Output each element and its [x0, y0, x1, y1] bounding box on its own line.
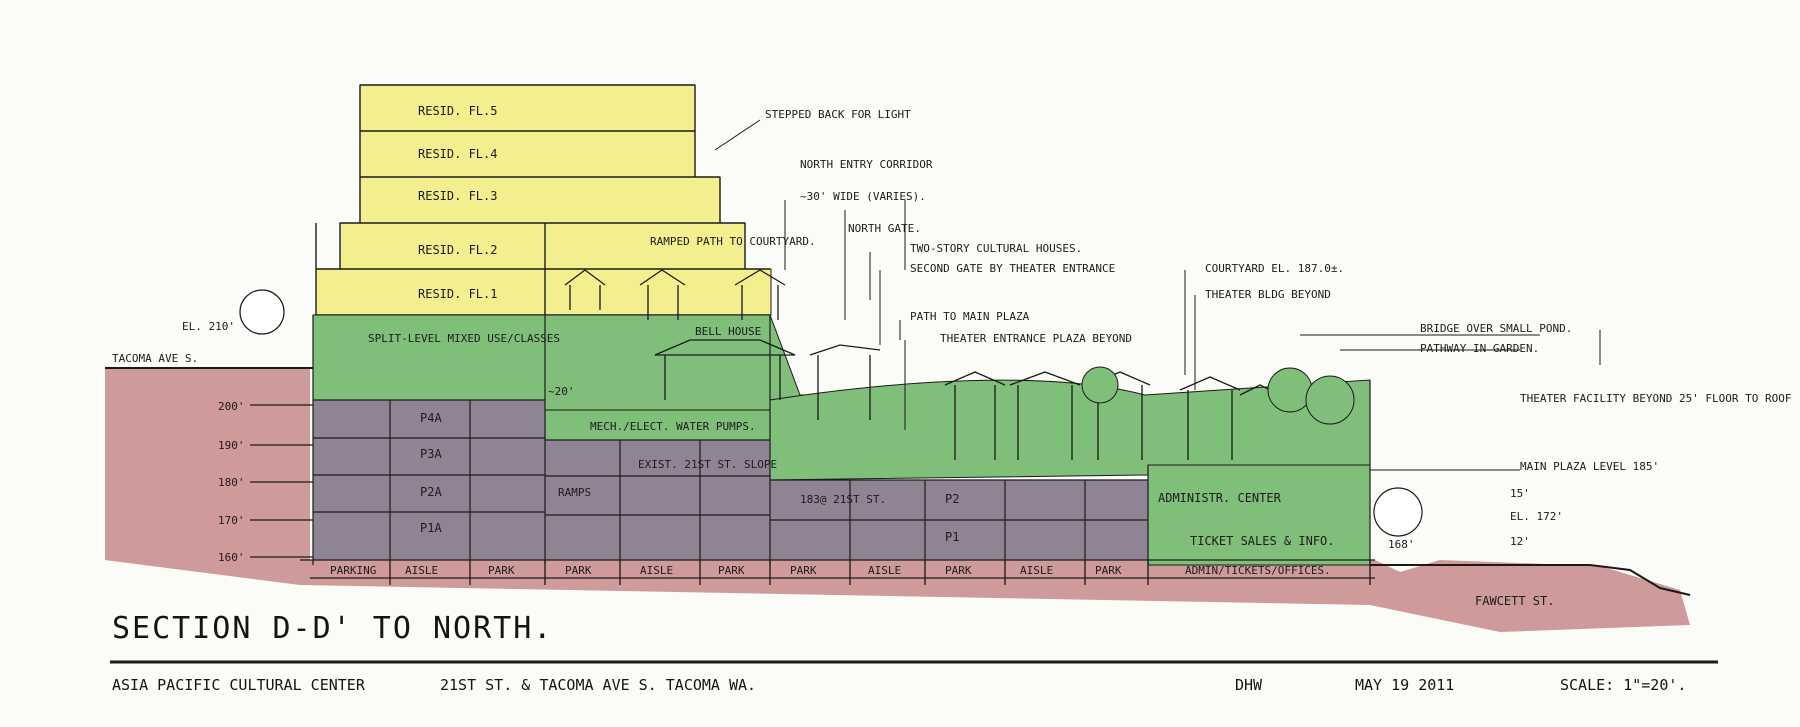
- label-dim-15: 15': [1510, 487, 1530, 500]
- strip-label-4: PARK: [565, 564, 592, 577]
- footer-scale: SCALE: 1"=20'.: [1560, 676, 1686, 694]
- resid-fl-3-label: RESID. FL.3: [418, 189, 497, 203]
- label-dim-20: ~20': [548, 385, 575, 398]
- label-main-plaza: MAIN PLAZA LEVEL 185': [1520, 460, 1659, 473]
- label-pathway: PATHWAY IN GARDEN.: [1420, 342, 1539, 355]
- label-fawcett-st: FAWCETT ST.: [1475, 594, 1554, 608]
- footer-project: ASIA PACIFIC CULTURAL CENTER: [112, 676, 366, 694]
- label-courtyard-el: COURTYARD EL. 187.0±.: [1205, 262, 1344, 275]
- label-bell-house: BELL HOUSE: [695, 325, 761, 338]
- leader-lines: [714, 119, 1601, 471]
- label-north-entry: NORTH ENTRY CORRIDOR: [800, 158, 933, 171]
- parking-p4a-label: P4A: [420, 411, 442, 425]
- residential-floor-labels: RESID. FL.5 RESID. FL.4 RESID. FL.3 RESI…: [418, 104, 497, 301]
- ground-wash: [105, 368, 1690, 632]
- resid-fl-5-label: RESID. FL.5: [418, 104, 497, 118]
- parking-labels: P4A P3A P2A P1A P2 P1: [420, 411, 959, 544]
- resid-fl-1-label: RESID. FL.1: [418, 287, 497, 301]
- resid-fl-4-label: RESID. FL.4: [418, 147, 497, 161]
- elevation-labels: 200' 190' 180' 170' 160': [218, 400, 245, 564]
- label-stepped-back: STEPPED BACK FOR LIGHT: [765, 108, 911, 121]
- strip-label-10: AISLE: [1020, 564, 1053, 577]
- elevation-160: 160': [218, 551, 245, 564]
- label-theater-facility: THEATER FACILITY BEYOND 25' FLOOR TO ROO…: [1520, 392, 1792, 405]
- label-exist-slope: EXIST. 21ST ST. SLOPE: [638, 458, 777, 471]
- bottom-strip-labels: PARKING AISLE PARK PARK AISLE PARK PARK …: [330, 564, 1331, 577]
- label-ticket-sales: TICKET SALES & INFO.: [1190, 534, 1335, 548]
- label-ramps: RAMPS: [558, 486, 591, 499]
- residential-tower: [315, 84, 772, 316]
- label-two-story: TWO-STORY CULTURAL HOUSES.: [910, 242, 1082, 255]
- elevation-170: 170': [218, 514, 245, 527]
- label-second-gate: SECOND GATE BY THEATER ENTRANCE: [910, 262, 1115, 275]
- annotation-labels: EL. 210' TACOMA AVE S. SPLIT-LEVEL MIXED…: [112, 108, 1792, 608]
- label-split-level: SPLIT-LEVEL MIXED USE/CLASSES: [368, 332, 560, 345]
- label-el-210: EL. 210': [182, 320, 235, 333]
- parking-p3a-label: P3A: [420, 447, 442, 461]
- parking-p2-label: P2: [945, 492, 959, 506]
- trees: [239, 289, 1423, 537]
- bottom-strip-grid: [310, 560, 1375, 585]
- title-block: ASIA PACIFIC CULTURAL CENTER 21ST ST. & …: [112, 676, 1686, 694]
- parking-p1-label: P1: [945, 530, 959, 544]
- label-el-168: 168': [1388, 538, 1415, 551]
- section-title: SECTION D-D' TO NORTH.: [112, 611, 553, 646]
- strip-label-6: PARK: [718, 564, 745, 577]
- footer-address: 21ST ST. & TACOMA AVE S. TACOMA WA.: [440, 676, 756, 694]
- label-bridge: BRIDGE OVER SMALL POND.: [1420, 322, 1572, 335]
- label-el-172: EL. 172': [1510, 510, 1563, 523]
- label-north-gate: NORTH GATE.: [848, 222, 921, 235]
- elevation-ticks: [250, 404, 313, 558]
- strip-label-8: AISLE: [868, 564, 901, 577]
- strip-label-12: ADMIN/TICKETS/OFFICES.: [1185, 564, 1331, 577]
- strip-label-9: PARK: [945, 564, 972, 577]
- strip-label-11: PARK: [1095, 564, 1122, 577]
- label-wide-30: ~30' WIDE (VARIES).: [800, 190, 926, 203]
- label-183-21st: 183@ 21ST ST.: [800, 493, 886, 506]
- label-dim-12: 12': [1510, 535, 1530, 548]
- strip-label-3: PARK: [488, 564, 515, 577]
- elevation-200: 200': [218, 400, 245, 413]
- label-theater-bldg: THEATER BLDG BEYOND: [1205, 288, 1331, 301]
- cultural-houses-sketch: [564, 269, 1281, 460]
- strip-label-2: AISLE: [405, 564, 438, 577]
- footer-initials: DHW: [1235, 676, 1263, 694]
- strip-label-7: PARK: [790, 564, 817, 577]
- parking-p1a-label: P1A: [420, 521, 442, 535]
- label-theater-entrance: THEATER ENTRANCE PLAZA BEYOND: [940, 332, 1132, 345]
- strip-label-1: PARKING: [330, 564, 376, 577]
- footer-date: MAY 19 2011: [1355, 676, 1454, 694]
- ground-lines: [105, 367, 1691, 596]
- parking-structure: [300, 315, 1375, 565]
- label-admin-center: ADMINISTR. CENTER: [1158, 491, 1282, 505]
- elevation-180: 180': [218, 476, 245, 489]
- label-tacoma-ave: TACOMA AVE S.: [112, 352, 198, 365]
- label-mech-elect: MECH./ELECT. WATER PUMPS.: [590, 420, 756, 433]
- elevation-190: 190': [218, 439, 245, 452]
- strip-label-5: AISLE: [640, 564, 673, 577]
- parking-p2a-label: P2A: [420, 485, 442, 499]
- label-path-main-plaza: PATH TO MAIN PLAZA: [910, 310, 1030, 323]
- label-ramped-path: RAMPED PATH TO COURTYARD.: [650, 235, 816, 248]
- resid-fl-2-label: RESID. FL.2: [418, 243, 497, 257]
